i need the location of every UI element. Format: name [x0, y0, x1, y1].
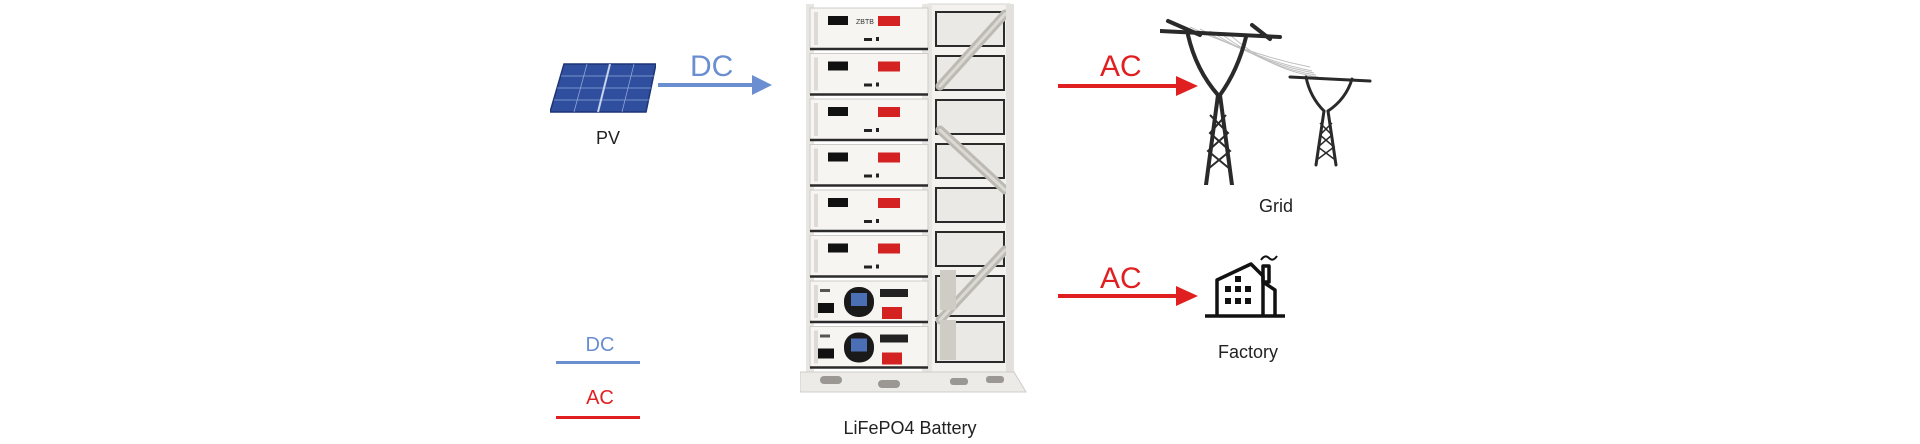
battery-label: LiFePO4 Battery	[843, 418, 977, 438]
battery-module	[809, 235, 929, 278]
legend-dc-label: DC	[585, 334, 615, 356]
legend-dc-line	[556, 361, 640, 364]
ac-arrow-grid	[1058, 76, 1198, 96]
solar-panel-icon	[550, 63, 656, 113]
battery-module	[809, 144, 929, 187]
ac-flow-label-factory: AC	[1100, 262, 1142, 295]
grid-label: Grid	[1258, 196, 1293, 216]
power-tower-icon	[1160, 19, 1372, 185]
battery-module	[809, 189, 929, 233]
dc-flow-label: DC	[690, 50, 734, 83]
battery-module	[809, 280, 929, 324]
battery-module	[809, 98, 929, 142]
factory-label: Factory	[1217, 342, 1278, 362]
ac-arrow-factory	[1058, 286, 1198, 306]
legend-ac-label: AC	[586, 387, 614, 409]
pv-label: PV	[595, 128, 620, 148]
battery-module	[809, 326, 929, 369]
battery-module	[809, 53, 929, 96]
battery-rack-icon: ZBTB	[800, 3, 1027, 393]
ac-flow-label-grid: AC	[1100, 50, 1142, 83]
factory-icon	[1205, 255, 1285, 318]
dc-arrow	[658, 75, 772, 95]
legend-ac-line	[556, 416, 640, 419]
brand-mark: ZBTB	[856, 19, 874, 26]
battery-module: ZBTB	[809, 7, 929, 51]
